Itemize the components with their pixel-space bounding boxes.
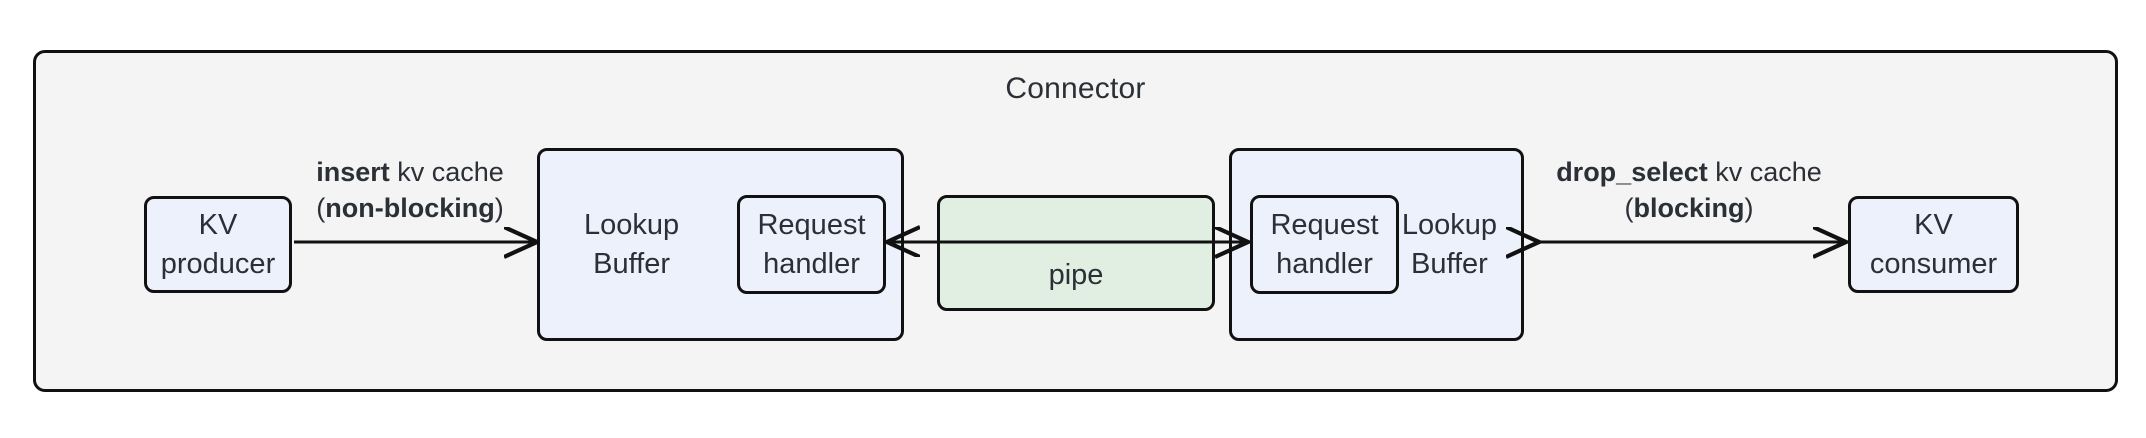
- drop-select-close-paren: ): [1744, 193, 1754, 224]
- kv-consumer-node: KV consumer: [1848, 196, 2019, 293]
- insert-rest: kv cache: [389, 157, 504, 187]
- pipe-label: pipe: [1048, 258, 1104, 291]
- request-handler-right-node: Request handler: [1250, 195, 1399, 294]
- request-handler-right-label: Request handler: [1270, 206, 1378, 283]
- lookup-buffer-left-line2: Buffer: [593, 247, 670, 280]
- kv-consumer-line2: consumer: [1869, 247, 1998, 280]
- kv-consumer-label: KV consumer: [1870, 206, 1997, 283]
- drop-select-rest: kv cache: [1707, 157, 1822, 187]
- lookup-buffer-left-label: Lookup Buffer: [584, 206, 679, 283]
- connector-title: Connector: [1005, 72, 1146, 105]
- kv-producer-line2: producer: [160, 247, 276, 280]
- request-handler-left-line1: Request: [757, 209, 866, 242]
- request-handler-left-label: Request handler: [757, 206, 865, 283]
- drop-select-mode: blocking: [1633, 193, 1745, 224]
- lookup-buffer-right-label: Lookup Buffer: [1402, 206, 1497, 283]
- lookup-buffer-right-line1: Lookup: [1401, 209, 1497, 242]
- drop-select-edge-label: drop_select kv cache (blocking): [1530, 154, 1848, 227]
- request-handler-right-line1: Request: [1270, 209, 1379, 242]
- lookup-buffer-right-line2: Buffer: [1410, 247, 1488, 280]
- insert-edge-line1: insert kv cache: [316, 157, 504, 187]
- kv-producer-line1: KV: [198, 209, 238, 242]
- insert-edge-label: insert kv cache (non-blocking): [285, 154, 535, 227]
- lookup-buffer-left-node: Lookup Buffer: [537, 148, 904, 341]
- insert-close-paren: ): [494, 193, 504, 224]
- request-handler-left-node: Request handler: [737, 195, 886, 294]
- lookup-buffer-left-line1: Lookup: [584, 209, 680, 242]
- drop-select-open-paren: (: [1624, 193, 1634, 224]
- drop-select-op: drop_select: [1556, 157, 1708, 187]
- insert-mode: non-blocking: [325, 193, 495, 224]
- drop-select-edge-line2: (blocking): [1624, 193, 1753, 223]
- insert-edge-line2: (non-blocking): [316, 193, 503, 223]
- pipe-node: pipe: [937, 195, 1215, 311]
- request-handler-left-line2: handler: [763, 247, 860, 280]
- kv-producer-label: KV producer: [161, 206, 275, 283]
- insert-open-paren: (: [316, 193, 326, 224]
- request-handler-right-line2: handler: [1276, 247, 1373, 280]
- kv-consumer-line1: KV: [1914, 209, 1953, 242]
- kv-producer-node: KV producer: [144, 196, 292, 293]
- insert-op: insert: [316, 157, 390, 187]
- drop-select-edge-line1: drop_select kv cache: [1556, 157, 1822, 187]
